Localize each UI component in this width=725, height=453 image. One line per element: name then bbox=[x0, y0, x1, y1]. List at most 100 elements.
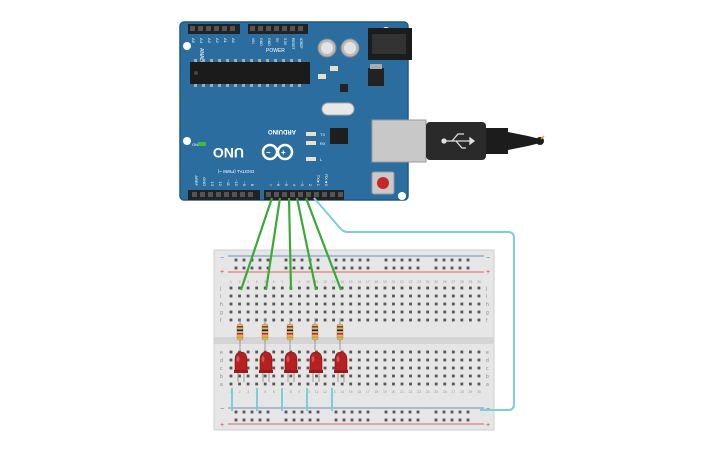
breadboard-hole[interactable] bbox=[332, 366, 335, 370]
breadboard-hole[interactable] bbox=[229, 294, 233, 298]
breadboard-hole[interactable] bbox=[451, 286, 455, 290]
breadboard-hole[interactable] bbox=[323, 310, 327, 314]
breadboard-hole[interactable] bbox=[340, 310, 344, 314]
rail-hole[interactable] bbox=[342, 258, 346, 262]
breadboard-hole[interactable] bbox=[460, 302, 464, 306]
breadboard-hole[interactable] bbox=[392, 286, 395, 290]
rail-hole[interactable] bbox=[308, 418, 312, 422]
breadboard-hole[interactable] bbox=[238, 302, 241, 306]
breadboard-hole[interactable] bbox=[443, 382, 447, 386]
wire-ground[interactable] bbox=[313, 197, 515, 411]
rail-hole[interactable] bbox=[258, 410, 262, 414]
breadboard-hole[interactable] bbox=[323, 358, 327, 362]
breadboard-hole[interactable] bbox=[417, 350, 421, 354]
breadboard-hole[interactable] bbox=[451, 310, 455, 314]
breadboard-hole[interactable] bbox=[238, 310, 241, 314]
breadboard-hole[interactable] bbox=[306, 302, 310, 306]
breadboard-hole[interactable] bbox=[409, 366, 412, 370]
breadboard-hole[interactable] bbox=[357, 286, 361, 290]
wires[interactable] bbox=[239, 197, 515, 411]
breadboard-hole[interactable] bbox=[298, 350, 301, 354]
breadboard-hole[interactable] bbox=[263, 382, 267, 386]
rail-hole[interactable] bbox=[308, 410, 312, 414]
breadboard-hole[interactable] bbox=[280, 382, 284, 386]
breadboard-hole[interactable] bbox=[246, 366, 250, 370]
breadboard-hole[interactable] bbox=[298, 366, 301, 370]
breadboard-hole[interactable] bbox=[366, 358, 370, 362]
led-4[interactable] bbox=[309, 351, 323, 382]
breadboard-hole[interactable] bbox=[392, 302, 395, 306]
header-pin[interactable] bbox=[338, 192, 343, 197]
breadboard-hole[interactable] bbox=[306, 318, 310, 322]
breadboard-hole[interactable] bbox=[469, 382, 472, 386]
breadboard-hole[interactable] bbox=[460, 310, 464, 314]
rail-hole[interactable] bbox=[392, 266, 396, 270]
breadboard-hole[interactable] bbox=[374, 366, 378, 370]
breadboard-hole[interactable] bbox=[229, 318, 233, 322]
breadboard-hole[interactable] bbox=[366, 302, 370, 306]
breadboard-hole[interactable] bbox=[229, 382, 233, 386]
breadboard-hole[interactable] bbox=[477, 350, 481, 354]
rail-hole[interactable] bbox=[250, 410, 254, 414]
breadboard-hole[interactable] bbox=[255, 286, 259, 290]
rail-hole[interactable] bbox=[384, 258, 388, 262]
breadboard-hole[interactable] bbox=[323, 302, 327, 306]
header-pin[interactable] bbox=[330, 192, 335, 197]
rail-hole[interactable] bbox=[458, 410, 462, 414]
breadboard-hole[interactable] bbox=[323, 382, 327, 386]
breadboard-hole[interactable] bbox=[392, 358, 395, 362]
breadboard-hole[interactable] bbox=[426, 366, 430, 370]
breadboard-hole[interactable] bbox=[340, 318, 344, 322]
header-pin[interactable] bbox=[208, 192, 213, 197]
rail-hole[interactable] bbox=[450, 266, 454, 270]
breadboard-hole[interactable] bbox=[298, 294, 301, 298]
breadboard-hole[interactable] bbox=[298, 302, 301, 306]
breadboard-hole[interactable] bbox=[255, 382, 259, 386]
breadboard-hole[interactable] bbox=[392, 374, 395, 378]
breadboard-hole[interactable] bbox=[383, 366, 387, 370]
breadboard-hole[interactable] bbox=[306, 382, 310, 386]
rail-hole[interactable] bbox=[234, 410, 238, 414]
breadboard-hole[interactable] bbox=[289, 374, 293, 378]
breadboard-hole[interactable] bbox=[340, 382, 344, 386]
breadboard-hole[interactable] bbox=[409, 318, 412, 322]
wire-pin-10[interactable] bbox=[264, 197, 282, 291]
led-1[interactable] bbox=[234, 351, 248, 382]
breadboard-hole[interactable] bbox=[298, 286, 301, 290]
led-2[interactable] bbox=[259, 351, 273, 382]
breadboard-hole[interactable] bbox=[263, 374, 267, 378]
rail-hole[interactable] bbox=[234, 266, 238, 270]
breadboard-hole[interactable] bbox=[340, 374, 344, 378]
rail-hole[interactable] bbox=[292, 418, 296, 422]
breadboard-hole[interactable] bbox=[374, 318, 378, 322]
header-pin[interactable] bbox=[306, 192, 311, 197]
breadboard-hole[interactable] bbox=[460, 318, 464, 322]
wire-pin-13[interactable] bbox=[304, 197, 343, 291]
breadboard-hole[interactable] bbox=[451, 302, 455, 306]
breadboard-hole[interactable] bbox=[323, 366, 327, 370]
breadboard-hole[interactable] bbox=[255, 358, 259, 362]
breadboard-hole[interactable] bbox=[246, 358, 250, 362]
breadboard-hole[interactable] bbox=[366, 366, 370, 370]
resistor[interactable] bbox=[286, 318, 294, 350]
rail-hole[interactable] bbox=[466, 258, 470, 262]
breadboard-hole[interactable] bbox=[289, 294, 293, 298]
breadboard-hole[interactable] bbox=[280, 286, 284, 290]
breadboard-hole[interactable] bbox=[289, 302, 293, 306]
breadboard-hole[interactable] bbox=[383, 310, 387, 314]
header-pin[interactable] bbox=[198, 26, 203, 31]
breadboard-hole[interactable] bbox=[417, 302, 421, 306]
rail-hole[interactable] bbox=[466, 410, 470, 414]
breadboard-hole[interactable] bbox=[383, 374, 387, 378]
breadboard-hole[interactable] bbox=[255, 318, 259, 322]
rail-hole[interactable] bbox=[334, 266, 338, 270]
breadboard-hole[interactable] bbox=[357, 382, 361, 386]
breadboard-hole[interactable] bbox=[272, 294, 276, 298]
breadboard-hole[interactable] bbox=[332, 382, 335, 386]
breadboard-hole[interactable] bbox=[469, 374, 472, 378]
reset-button[interactable] bbox=[377, 177, 389, 189]
breadboard-hole[interactable] bbox=[306, 374, 310, 378]
breadboard-hole[interactable] bbox=[332, 302, 335, 306]
breadboard-hole[interactable] bbox=[400, 286, 404, 290]
breadboard-hole[interactable] bbox=[315, 318, 318, 322]
